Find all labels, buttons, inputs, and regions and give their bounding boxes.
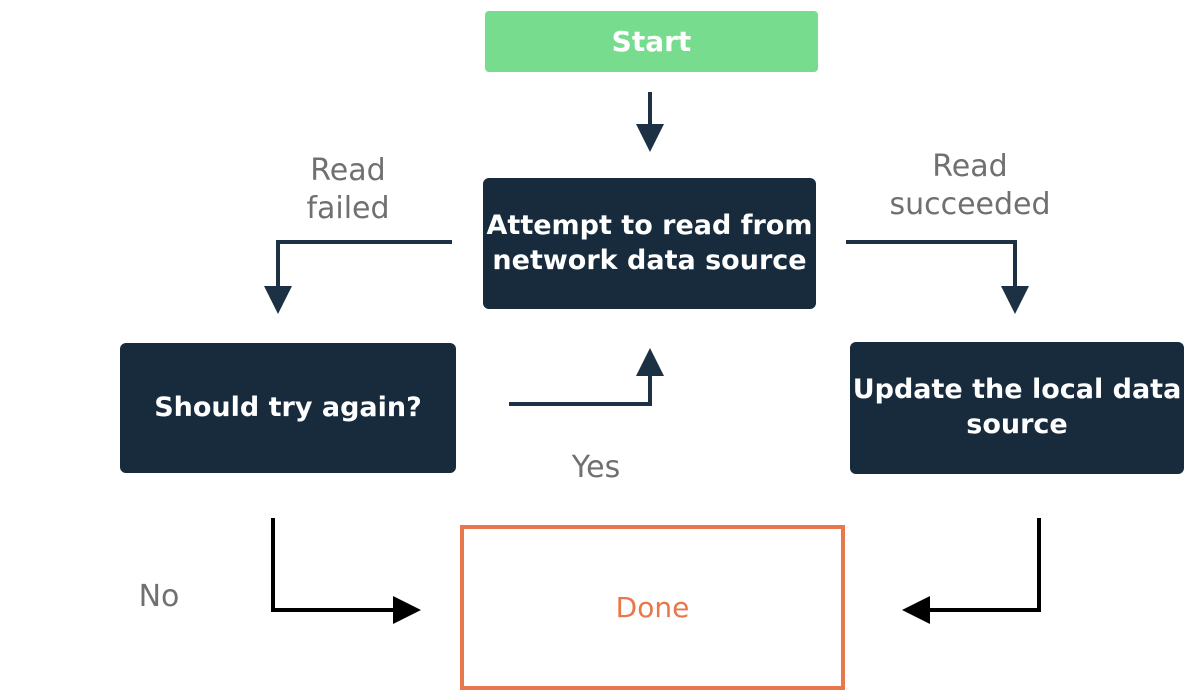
edge-retry-to-attempt (509, 348, 664, 406)
edge-retry-to-done (271, 518, 421, 624)
attempt-read-node: Attempt to read from network data source (483, 178, 816, 309)
should-try-again-label: Should try again? (154, 391, 422, 423)
read-succeeded-line-1: Read (932, 149, 1008, 184)
edge-update-to-done (902, 518, 1041, 624)
edge-label-read-failed: Read failed (288, 152, 408, 227)
start-node-label: Start (611, 24, 692, 58)
update-local-label-line-1: Update the local data (852, 374, 1182, 406)
update-local-label-line-2: source (966, 409, 1068, 440)
edge-label-no: No (138, 579, 180, 614)
start-node: Start (485, 11, 818, 72)
edge-label-read-succeeded: Read succeeded (880, 148, 1060, 223)
edge-attempt-to-retry (264, 240, 452, 314)
done-node: Done (460, 525, 845, 690)
read-failed-line-1: Read (310, 153, 386, 188)
edge-attempt-to-update (846, 240, 1029, 314)
should-try-again-node: Should try again? (120, 343, 456, 473)
attempt-read-label-line-2: network data source (492, 244, 807, 276)
edge-label-yes: Yes (571, 450, 621, 485)
attempt-read-label-line-1: Attempt to read from (486, 209, 813, 241)
read-succeeded-line-2: succeeded (889, 186, 1051, 222)
done-node-label: Done (615, 590, 690, 624)
read-failed-line-2: failed (306, 190, 390, 226)
update-local-node: Update the local data source (850, 342, 1184, 474)
